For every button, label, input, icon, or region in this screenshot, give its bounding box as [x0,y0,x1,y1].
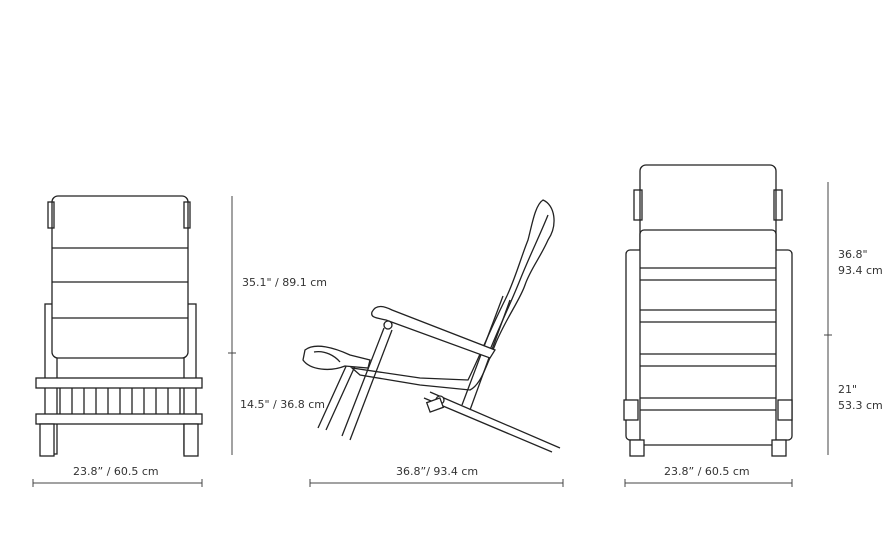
back-height-cm-label: 93.4 cm [838,264,883,277]
chair-front-view [35,195,203,457]
back-height-in-label: 36.8" [838,248,868,261]
side-dimension-lines [309,479,564,487]
side-depth-label: 36.8”/ 93.4 cm [396,465,479,478]
chair-back-view [623,164,793,457]
back-seat-in-label: 21" [838,383,858,396]
back-dimension-lines [624,182,832,487]
front-seat-height-label: 14.5" / 36.8 cm [240,398,326,411]
front-dimension-lines [32,196,236,487]
front-height-label: 35.1" / 89.1 cm [242,276,328,289]
back-seat-cm-label: 53.3 cm [838,399,883,412]
back-width-label: 23.8” / 60.5 cm [664,465,750,478]
chair-side-view [302,199,561,453]
front-width-label: 23.8” / 60.5 cm [73,465,159,478]
